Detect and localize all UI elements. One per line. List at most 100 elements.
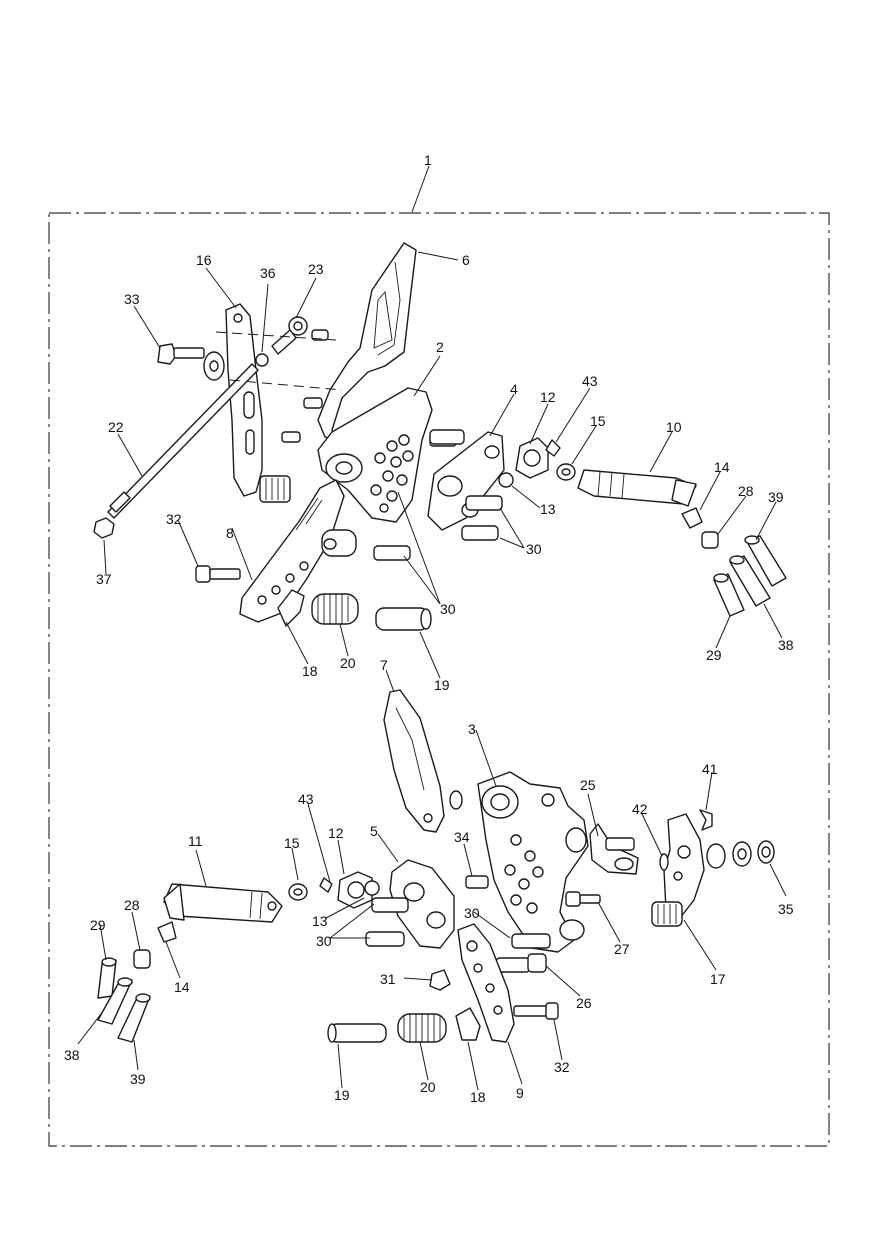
callout-43-upper: 43 (582, 373, 598, 389)
part-39-rubber-lower (117, 993, 151, 1043)
callout-42: 42 (632, 801, 648, 817)
part-28-collar-upper (701, 531, 719, 549)
callout-8: 8 (226, 525, 234, 541)
callout-7: 7 (380, 657, 388, 673)
part-39-rubber-upper (744, 535, 787, 587)
callout-27: 27 (614, 941, 630, 957)
part-43-clip-lower (319, 877, 333, 893)
part-17-brake-lever (651, 813, 705, 927)
part-5-footpeg-hanger (389, 859, 455, 949)
part-19-pin-lower (327, 1023, 387, 1043)
part-14-bush-upper (681, 507, 703, 529)
part-13-bush-upper (498, 472, 514, 488)
part-18-washer-lower (455, 1007, 481, 1041)
callout-36: 36 (260, 265, 276, 281)
callout-4: 4 (510, 381, 518, 397)
callout-33: 33 (124, 291, 140, 307)
callout-18-lower: 18 (470, 1089, 486, 1105)
callout-35: 35 (778, 901, 794, 917)
callout-26: 26 (576, 995, 592, 1011)
part-34-pin (465, 875, 489, 889)
part-33-bolt (157, 343, 225, 381)
callout-10: 10 (666, 419, 682, 435)
callout-30-upper-b: 30 (440, 601, 456, 617)
part-19-pin-upper (375, 607, 432, 631)
callout-3: 3 (468, 721, 476, 737)
part-20-spring-lower (397, 1013, 447, 1043)
part-32-bolt-upper (195, 565, 241, 583)
callout-5: 5 (370, 823, 378, 839)
part-18-washer-upper (277, 589, 305, 627)
callout-31: 31 (380, 971, 396, 987)
part-34-spacer (449, 790, 463, 810)
part-6-heel-plate (317, 242, 417, 441)
assembly-axis-upper-b (229, 379, 343, 391)
part-4-footpeg-hanger (427, 431, 505, 531)
part-38-rubber-upper (729, 555, 771, 607)
part-41-clip (699, 809, 713, 831)
part-42-washer (659, 853, 669, 871)
part-37-nut (93, 517, 115, 539)
callout-15-lower: 15 (284, 835, 300, 851)
kit-boundary-frame (48, 212, 830, 1147)
callout-39-lower: 39 (130, 1071, 146, 1087)
callout-6: 6 (462, 252, 470, 268)
callout-28-lower: 28 (124, 897, 140, 913)
part-30-bolts-lower (365, 897, 551, 949)
part-20-spring-upper (311, 593, 359, 625)
callout-2: 2 (436, 339, 444, 355)
callout-1: 1 (424, 152, 432, 168)
part-32-bolt-lower (513, 1002, 559, 1020)
callout-32-upper: 32 (166, 511, 182, 527)
part-25-bracket (589, 823, 639, 875)
part-14-bush-lower (157, 921, 177, 943)
part-38-rubber-lower (97, 977, 133, 1025)
callout-23: 23 (308, 261, 324, 277)
callout-30-lower-a: 30 (316, 933, 332, 949)
part-pin-upper-b (281, 431, 301, 443)
callout-41: 41 (702, 761, 718, 777)
assembly-axis-upper-a (215, 331, 337, 341)
part-11-footpeg (163, 883, 283, 923)
callout-37: 37 (96, 571, 112, 587)
part-pin-upper-a (303, 397, 323, 409)
callout-13-lower: 13 (312, 913, 328, 929)
part-28-collar-lower (133, 949, 151, 969)
part-31-bolt (429, 969, 451, 991)
callout-14-lower: 14 (174, 979, 190, 995)
callout-12-upper: 12 (540, 389, 556, 405)
part-15-spring-upper (556, 463, 576, 481)
callout-20-lower: 20 (420, 1079, 436, 1095)
callout-39-upper: 39 (768, 489, 784, 505)
part-26-pivot (495, 953, 547, 973)
callout-11: 11 (188, 833, 203, 849)
part-23-rod-end (271, 316, 329, 355)
callout-34: 34 (454, 829, 470, 845)
callout-29-lower: 29 (90, 917, 106, 933)
callout-19-upper: 19 (434, 677, 450, 693)
leader-lines (77, 165, 787, 1091)
lower-assembly (97, 689, 775, 1043)
callout-22: 22 (108, 419, 124, 435)
callout-25: 25 (580, 777, 596, 793)
callout-38-upper: 38 (778, 637, 794, 653)
callout-18-upper: 18 (302, 663, 318, 679)
part-2-hanger-plate (317, 387, 433, 523)
part-16-lever-bracket (225, 303, 291, 503)
callout-14-upper: 14 (714, 459, 730, 475)
callout-32-lower: 32 (554, 1059, 570, 1075)
callout-15-upper: 15 (590, 413, 606, 429)
callout-30-lower-b: 30 (464, 905, 480, 921)
part-9-pedal-arm (457, 923, 515, 1043)
callout-12-lower: 12 (328, 825, 344, 841)
callout-labels: 1 6 16 36 23 33 2 43 4 12 15 10 22 14 28… (64, 152, 794, 1105)
part-35-spacers (706, 840, 775, 869)
callout-29-upper: 29 (706, 647, 722, 663)
callout-17: 17 (710, 971, 726, 987)
callout-16: 16 (196, 252, 212, 268)
callout-19-lower: 19 (334, 1087, 350, 1103)
part-13-bush-lower (364, 880, 380, 896)
callout-13-upper: 13 (540, 501, 556, 517)
part-12-peg-mount (515, 437, 549, 479)
